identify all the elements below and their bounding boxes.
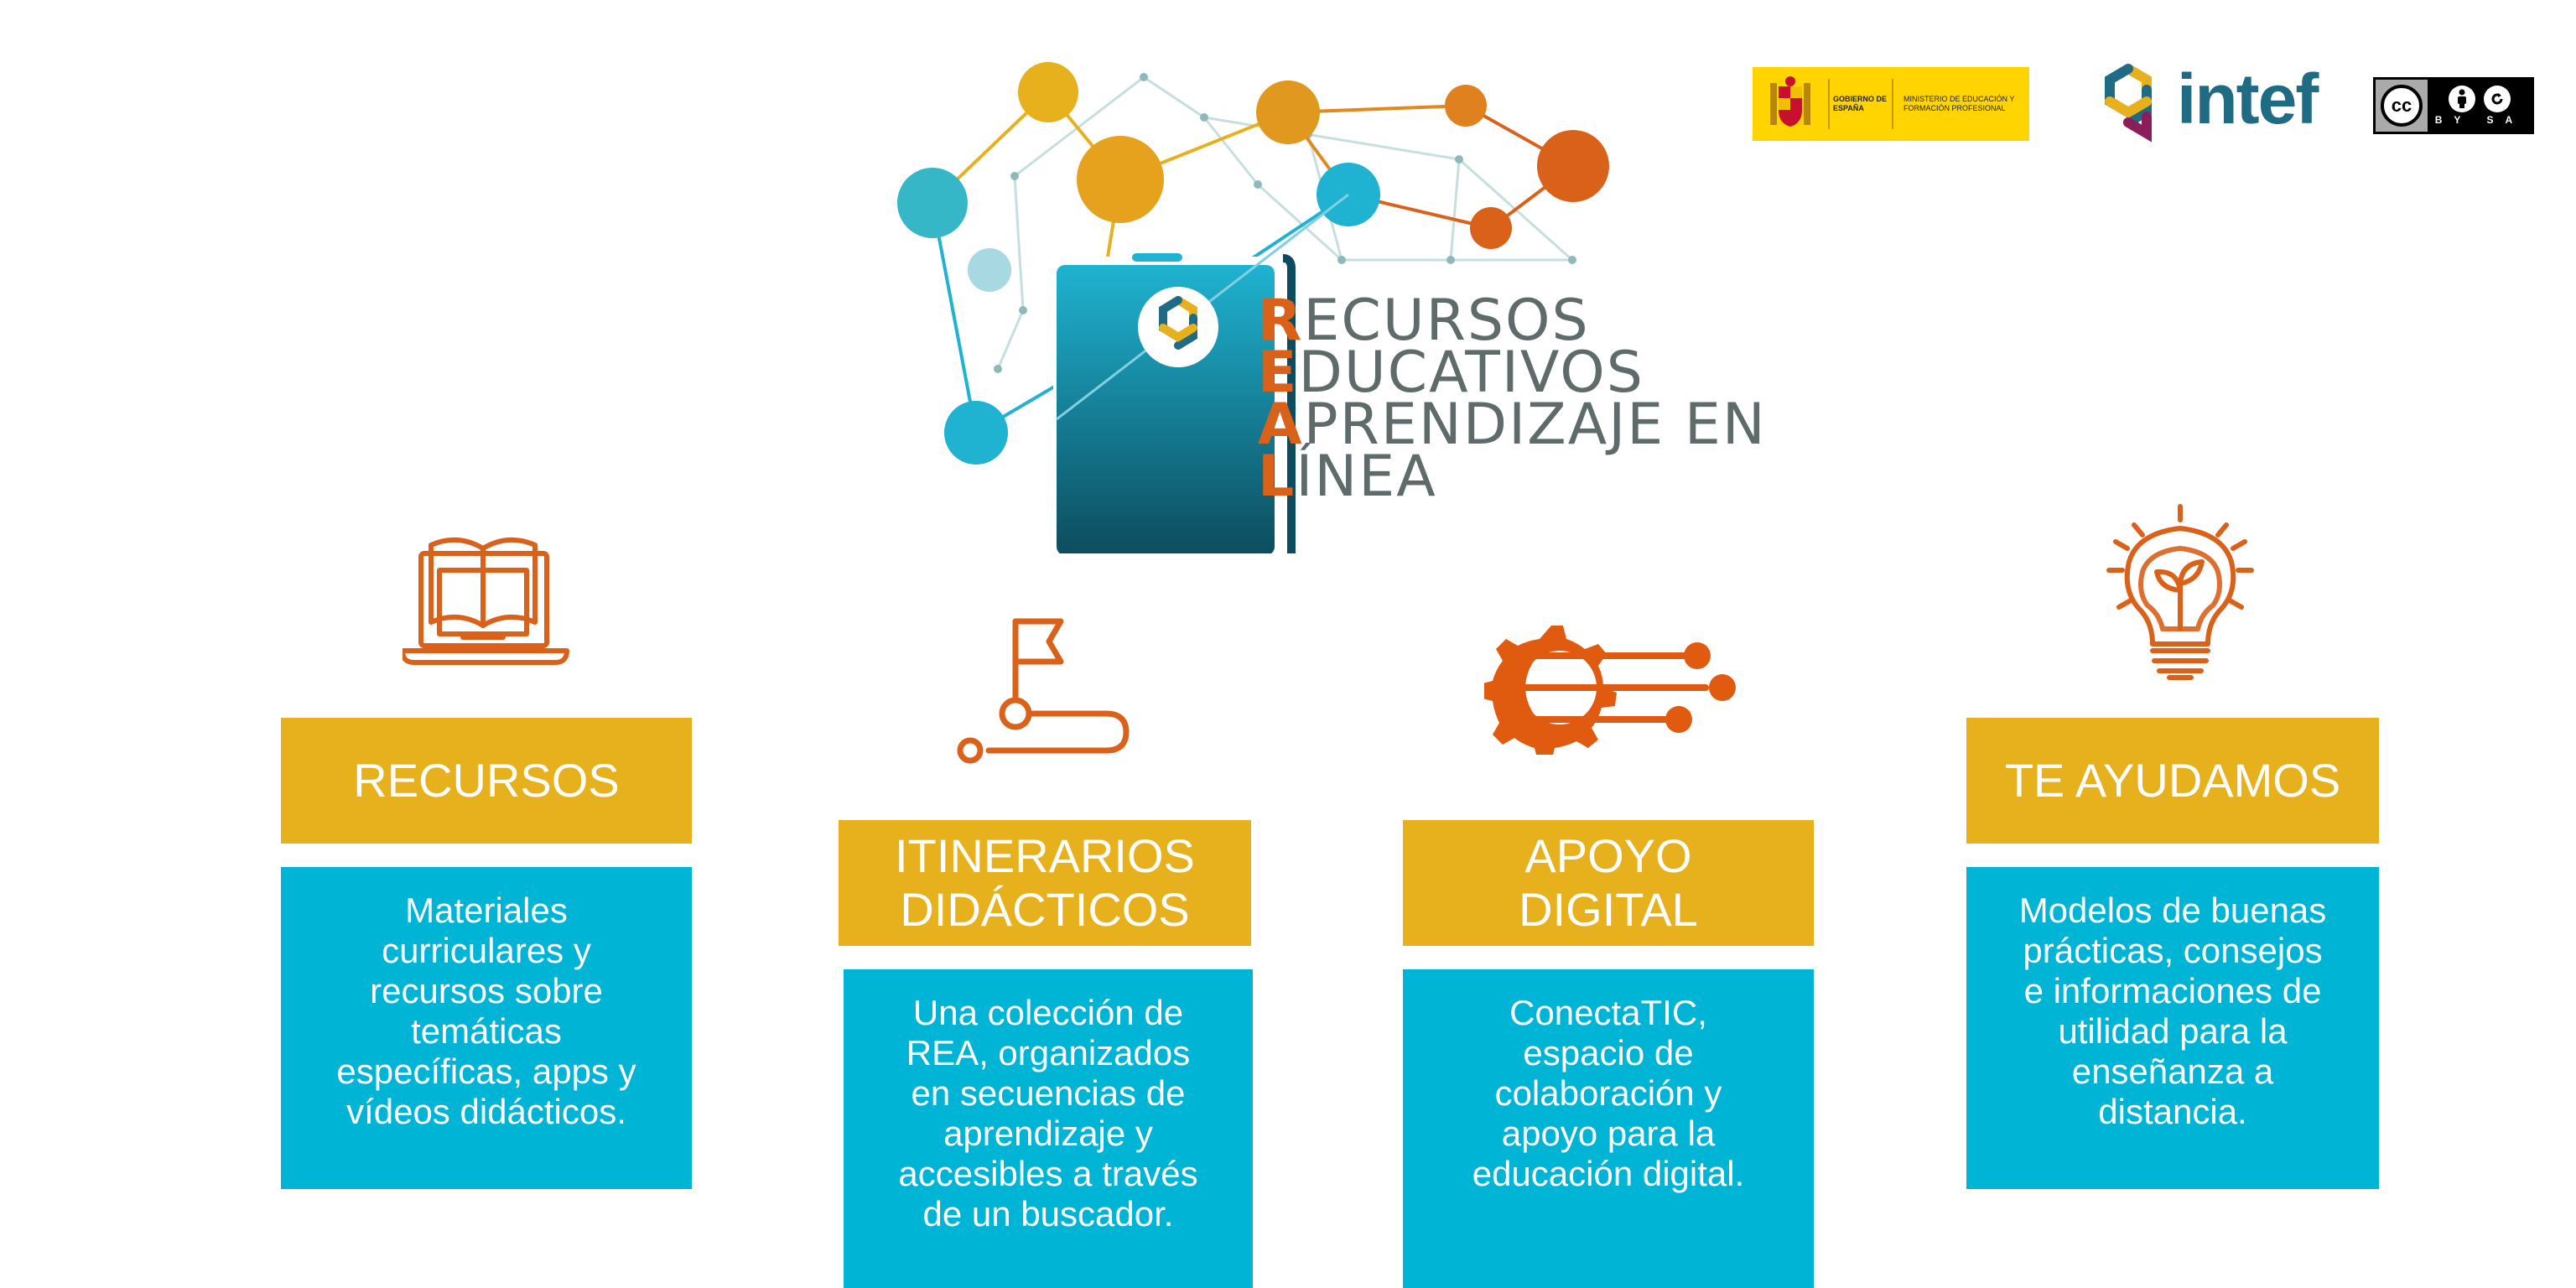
title-line-2: EDUCATIVOS <box>1258 340 1644 406</box>
cc-icon: cc <box>2381 85 2423 127</box>
gov-label: GOBIERNO DE ESPAÑA <box>1828 79 1892 129</box>
te-ayudamos-description: Modelos de buenas prácticas, consejos e … <box>1966 867 2379 1189</box>
title-line-1: RECURSOS <box>1258 288 1590 354</box>
real-title: RECURSOS EDUCATIVOS APRENDIZAJE EN LÍNEA <box>1258 288 1767 510</box>
itinerarios-heading[interactable]: ITINERARIOS DIDÁCTICOS <box>839 820 1251 946</box>
recursos-description: Materiales curriculares y recursos sobre… <box>281 867 692 1189</box>
cc-by-sa-badge: cc BY SA <box>2373 77 2534 134</box>
gear-circuit-icon <box>1484 626 1736 755</box>
cc-license-label: BY SA <box>2434 114 2525 126</box>
laptop-book-icon <box>402 537 569 665</box>
apoyo-digital-heading[interactable]: APOYO DIGITAL <box>1403 820 1814 946</box>
te-ayudamos-heading[interactable]: TE AYUDAMOS <box>1966 718 2379 844</box>
flag-path-icon <box>957 618 1130 764</box>
lightbulb-plant-icon <box>2106 504 2254 680</box>
coat-of-arms-icon <box>1753 67 1828 141</box>
title-line-3: APRENDIZAJE EN <box>1258 392 1767 458</box>
title-line-4: LÍNEA <box>1258 444 1437 510</box>
intef-symbol-icon <box>2105 64 2152 143</box>
intef-logo: intef <box>2088 59 2331 151</box>
apoyo-digital-description: ConectaTIC, espacio de colaboración y ap… <box>1403 969 1814 1288</box>
gobierno-espana-logo: GOBIERNO DE ESPAÑA MINISTERIO DE EDUCACI… <box>1753 67 2029 141</box>
by-icon <box>2449 86 2475 112</box>
network-tablet-illustration <box>897 62 1609 553</box>
itinerarios-description: Una colección de REA, organizados en sec… <box>844 969 1253 1288</box>
sa-icon <box>2484 86 2511 112</box>
intef-wordmark: intef <box>2177 60 2319 138</box>
recursos-heading[interactable]: RECURSOS <box>281 718 692 844</box>
ministry-label: MINISTERIO DE EDUCACIÓN Y FORMACIÓN PROF… <box>1892 79 2029 129</box>
